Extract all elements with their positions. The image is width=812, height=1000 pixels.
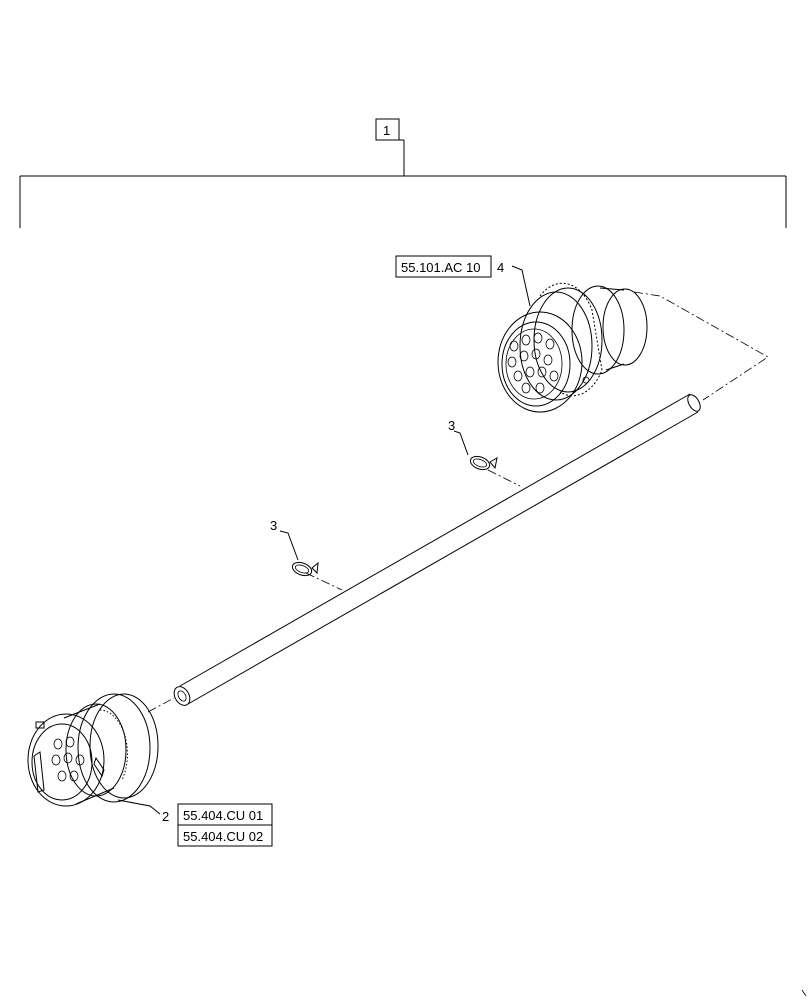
item-1-label: 1 [383, 123, 390, 138]
front-connector-ref-box-2[interactable] [177, 824, 273, 847]
front-connector-ref-1: 55.404.CU 01 [183, 808, 263, 823]
rear-connector [497, 265, 648, 413]
conduit-tube [173, 393, 701, 706]
clamp-lower: 3 [270, 518, 319, 577]
assembly-bracket: 1 [19, 118, 787, 228]
front-connector-ref-2: 55.404.CU 02 [183, 829, 263, 844]
clamp-upper: 3 [448, 418, 498, 471]
rear-connector-ref-box[interactable] [395, 255, 492, 278]
clamp-upper-item-number: 3 [448, 418, 455, 433]
center-lines [147, 291, 769, 713]
front-connector-callout[interactable]: 2 55.404.CU 01 55.404.CU 02 [162, 803, 273, 847]
front-connector-item-number: 2 [162, 809, 169, 824]
front-connector-pins [51, 736, 85, 782]
clamp-lower-item-number: 3 [270, 518, 277, 533]
rear-connector-pins [507, 332, 590, 394]
corner-mark [801, 989, 807, 997]
rear-connector-callout[interactable]: 55.101.AC 10 4 [395, 255, 504, 278]
rear-connector-ref: 55.101.AC 10 [401, 260, 481, 275]
item-1-box[interactable] [375, 118, 400, 141]
rear-connector-item-number: 4 [497, 260, 504, 275]
front-connector [27, 693, 161, 815]
